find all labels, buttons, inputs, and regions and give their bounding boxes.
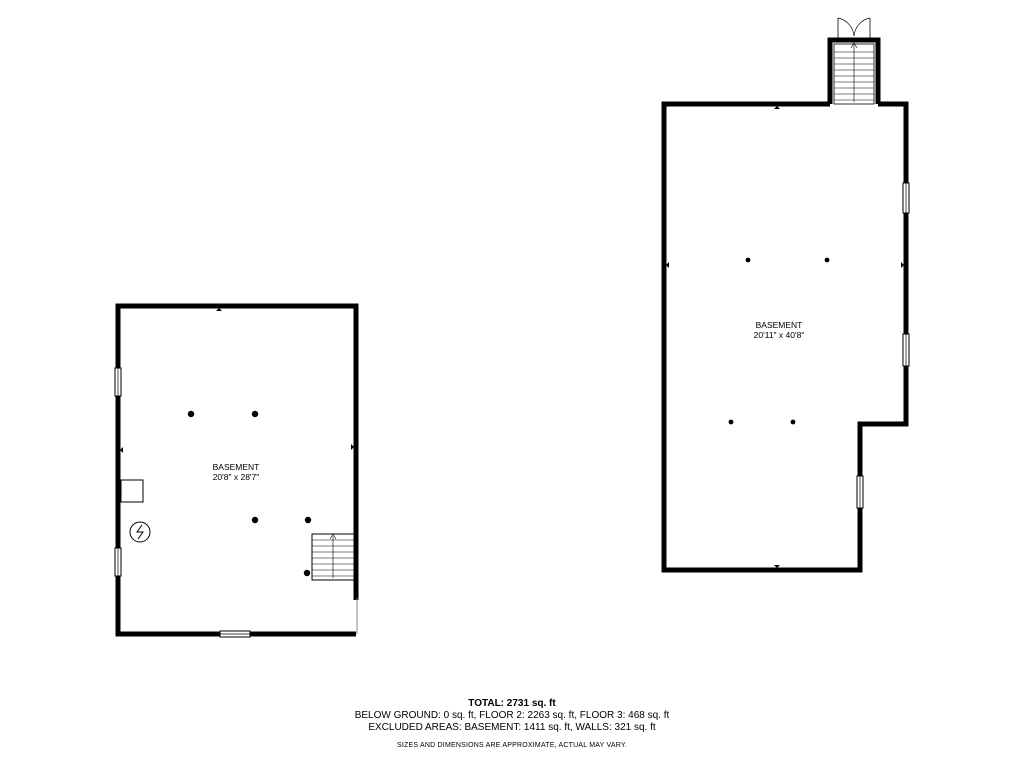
right-support-post bbox=[790, 419, 796, 425]
right-window-east-middle bbox=[902, 333, 910, 367]
right-window-east-upper bbox=[902, 182, 910, 214]
total-area: TOTAL: 2731 sq. ft bbox=[468, 698, 556, 709]
right-support-post bbox=[824, 257, 830, 263]
right-double-door bbox=[834, 17, 874, 39]
left-window-west-upper bbox=[114, 367, 122, 397]
left-utility-box bbox=[120, 479, 144, 503]
right-basement-plan bbox=[661, 17, 910, 573]
right-window-east-lower bbox=[856, 475, 864, 509]
left-support-post bbox=[304, 516, 312, 524]
left-dimension-tick-left bbox=[120, 447, 123, 453]
right-dimension-tick-top bbox=[774, 106, 780, 109]
left-window-west-lower bbox=[114, 547, 122, 577]
water-heater-icon bbox=[129, 521, 151, 543]
right-dimension-tick-bottom bbox=[774, 565, 780, 568]
right-room-dimensions: 20'11" x 40'8" bbox=[753, 330, 805, 340]
disclaimer: SIZES AND DIMENSIONS ARE APPROXIMATE, AC… bbox=[397, 742, 627, 749]
left-support-post bbox=[251, 516, 259, 524]
excluded-areas: EXCLUDED AREAS: BASEMENT: 1411 sq. ft, W… bbox=[368, 722, 656, 733]
right-dimension-tick-left bbox=[666, 262, 669, 268]
right-room-name: BASEMENT bbox=[755, 320, 803, 330]
left-support-post bbox=[187, 410, 195, 418]
left-room-label: BASEMENT 20'8" x 28'7" bbox=[186, 462, 286, 482]
left-support-post bbox=[303, 569, 311, 577]
left-support-post bbox=[251, 410, 259, 418]
right-dimension-tick-right bbox=[901, 262, 904, 268]
left-room-dimensions: 20'8" x 28'7" bbox=[212, 472, 260, 482]
right-stairwell bbox=[827, 37, 881, 105]
left-window-south bbox=[219, 630, 251, 638]
left-room-name: BASEMENT bbox=[212, 462, 260, 472]
left-basement-plan bbox=[114, 303, 359, 638]
left-dimension-tick-right bbox=[351, 444, 354, 450]
right-support-post bbox=[745, 257, 751, 263]
right-room-label: BASEMENT 20'11" x 40'8" bbox=[729, 320, 829, 340]
floor-areas: BELOW GROUND: 0 sq. ft, FLOOR 2: 2263 sq… bbox=[354, 710, 670, 721]
left-stairs bbox=[311, 533, 355, 581]
left-basement-walls bbox=[115, 303, 359, 637]
right-support-post bbox=[728, 419, 734, 425]
left-dimension-tick-top bbox=[216, 308, 222, 311]
